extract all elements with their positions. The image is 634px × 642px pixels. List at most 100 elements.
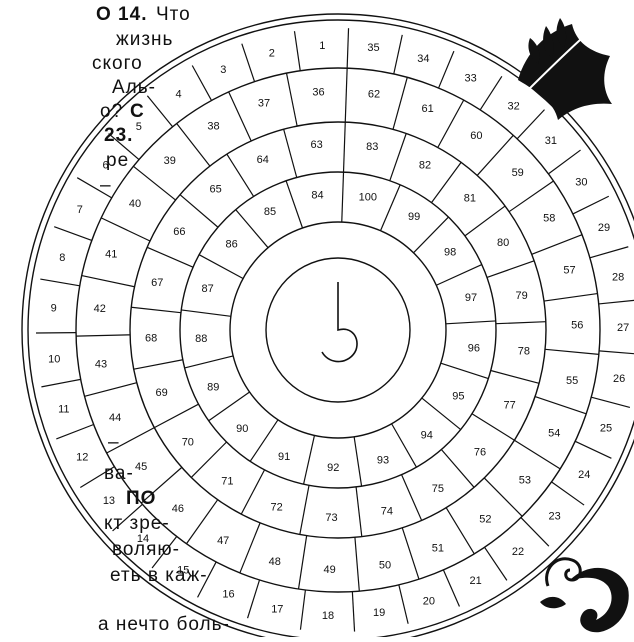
- cell-number: 83: [366, 141, 378, 153]
- cell-number: 31: [545, 135, 557, 147]
- cell-divider: [250, 420, 278, 462]
- cell-divider: [198, 562, 217, 597]
- spiral-center-curl: [322, 282, 357, 362]
- cell-number: 100: [359, 191, 377, 203]
- cell-number: 90: [236, 423, 248, 435]
- cell-divider: [113, 504, 143, 531]
- cell-divider: [355, 537, 359, 591]
- cell-divider: [240, 523, 260, 573]
- cell-number: 43: [95, 358, 107, 370]
- cell-number: 7: [77, 204, 83, 216]
- leaf-ornament-icon: [516, 18, 612, 120]
- cell-number: 80: [497, 237, 509, 249]
- cell-number: 74: [381, 506, 393, 518]
- cell-number: 28: [612, 271, 624, 283]
- cell-divider: [436, 265, 482, 286]
- cell-number: 25: [600, 423, 612, 435]
- cell-divider: [41, 379, 80, 387]
- cell-number: 35: [367, 42, 379, 54]
- cell-number: 79: [516, 290, 528, 302]
- cell-divider: [517, 110, 544, 139]
- cell-divider: [399, 585, 408, 624]
- cell-divider: [177, 124, 210, 167]
- cell-divider: [491, 371, 539, 384]
- cell-number: 18: [322, 610, 334, 622]
- cell-number: 47: [217, 535, 229, 547]
- cell-divider: [535, 397, 586, 414]
- cell-number: 33: [465, 73, 477, 85]
- cell-divider: [432, 162, 462, 202]
- cell-divider: [227, 154, 254, 196]
- cell-divider: [472, 414, 514, 440]
- cell-divider: [402, 528, 419, 579]
- cell-number: 20: [423, 595, 435, 607]
- cell-number: 87: [201, 283, 213, 295]
- cell-divider: [109, 134, 139, 160]
- cell-divider: [485, 547, 507, 580]
- cell-number: 57: [563, 264, 575, 276]
- cell-number: 60: [470, 130, 482, 142]
- cell-number: 10: [48, 353, 60, 365]
- cell-number: 96: [468, 342, 480, 354]
- cell-number: 66: [173, 226, 185, 238]
- cell-divider: [147, 247, 193, 267]
- cell-divider: [545, 349, 599, 354]
- cell-divider: [347, 28, 348, 68]
- cell-divider: [248, 580, 260, 618]
- cell-divider: [599, 300, 634, 304]
- cell-divider: [551, 482, 584, 505]
- cell-divider: [287, 73, 298, 126]
- cell-number: 69: [156, 387, 168, 399]
- cell-divider: [180, 195, 218, 228]
- cell-divider: [147, 96, 172, 127]
- cell-divider: [599, 351, 634, 354]
- cell-number: 91: [278, 451, 290, 463]
- cell-divider: [591, 397, 630, 407]
- cell-number: 72: [271, 502, 283, 514]
- cell-divider: [446, 508, 474, 554]
- cell-divider: [300, 485, 309, 534]
- cell-number: 44: [109, 412, 121, 424]
- cell-divider: [107, 428, 155, 453]
- spiral-ring: [28, 20, 634, 637]
- cell-number: 63: [310, 139, 322, 151]
- cell-divider: [294, 31, 300, 71]
- cell-divider: [300, 590, 305, 630]
- cell-divider: [82, 276, 135, 287]
- cell-divider: [76, 335, 130, 336]
- cell-number: 75: [432, 483, 444, 495]
- cell-number: 8: [59, 252, 65, 264]
- cell-number: 42: [94, 303, 106, 315]
- cell-divider: [242, 44, 255, 82]
- cell-number: 94: [421, 429, 433, 441]
- cell-divider: [54, 227, 92, 241]
- cell-number: 26: [613, 373, 625, 385]
- cell-number: 49: [324, 564, 336, 576]
- cell-divider: [209, 392, 250, 421]
- cell-divider: [496, 322, 546, 324]
- cell-number: 65: [210, 184, 222, 196]
- cell-number: 88: [195, 333, 207, 345]
- cell-number: 13: [103, 495, 115, 507]
- cell-divider: [77, 178, 112, 198]
- cell-divider: [354, 437, 361, 486]
- cell-divider: [521, 518, 549, 547]
- cell-number: 39: [164, 155, 176, 167]
- cell-number: 89: [207, 382, 219, 394]
- cell-divider: [131, 307, 181, 312]
- cell-number: 2: [269, 48, 275, 60]
- cell-divider: [133, 166, 175, 200]
- cell-number: 27: [617, 322, 629, 334]
- cell-divider: [141, 467, 182, 503]
- cell-divider: [342, 172, 344, 222]
- cell-divider: [191, 442, 226, 477]
- cell-divider: [390, 134, 406, 181]
- cell-divider: [181, 310, 231, 316]
- cell-divider: [299, 536, 307, 589]
- cell-number: 67: [151, 277, 163, 289]
- cell-number: 97: [465, 292, 477, 304]
- cell-divider: [192, 66, 211, 101]
- cell-number: 70: [182, 436, 194, 448]
